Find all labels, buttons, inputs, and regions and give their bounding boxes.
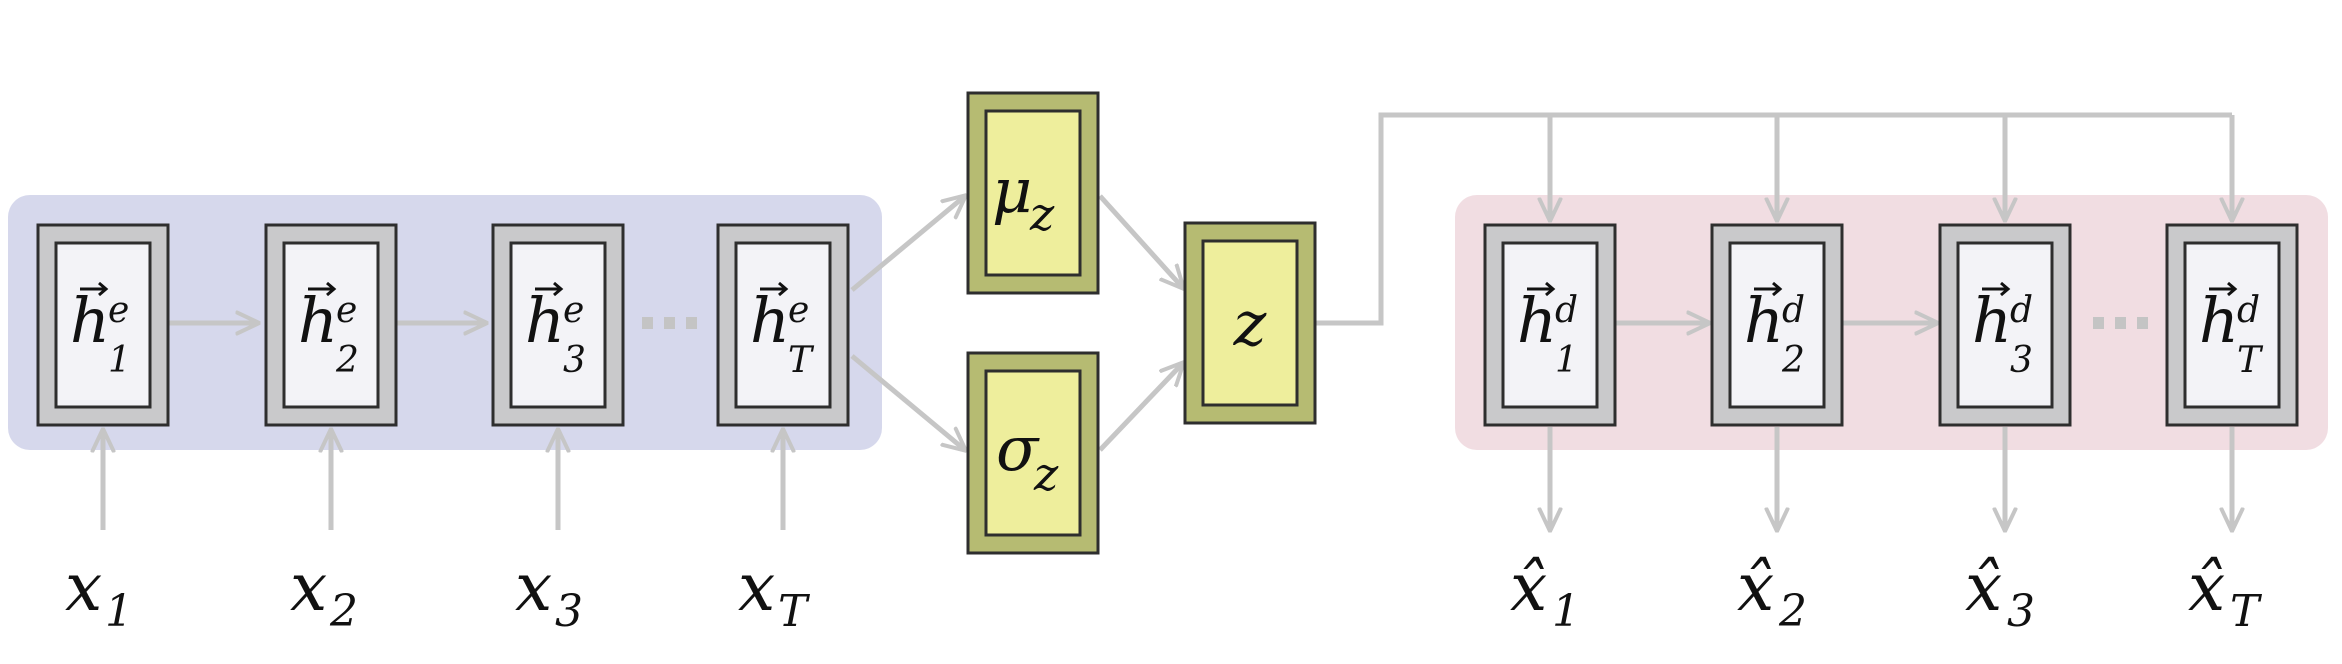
encoder-cell-T-base: h [750, 284, 790, 357]
encoder-cell-3-sup: e [563, 290, 584, 331]
output-x3-sub: 3 [2007, 586, 2035, 637]
arrow-to-sigma [850, 354, 965, 450]
decoder-cell-T-sub: T [2237, 340, 2264, 381]
input-xT-sub: T [778, 586, 811, 637]
output-x1-base: x̂ [1510, 549, 1547, 626]
decoder-cell-3: h d 3 [1938, 223, 2072, 427]
decoder-ellipsis [2093, 317, 2148, 329]
input-x3-base: x [515, 549, 552, 626]
input-x1-sub: 1 [105, 586, 133, 637]
mu-base: μ [992, 154, 1032, 227]
mu-sub: z [1029, 187, 1055, 241]
encoder-cell-2-sup: e [336, 290, 357, 331]
encoder-ellipsis [642, 317, 697, 329]
vector-arrow-icon [1982, 281, 2011, 297]
encoder-cell-2-base: h [298, 284, 338, 357]
encoder-cell-T-sup: e [788, 290, 809, 331]
decoder-cell-1: h d 1 [1483, 223, 1617, 427]
output-xT-sub: T [2230, 586, 2263, 637]
mu-box: μ z [966, 91, 1100, 295]
decoder-cell-3-base: h [1972, 284, 2012, 357]
decoder-cell-3-sup: d [2010, 290, 2033, 331]
input-xT-base: x [738, 549, 775, 626]
arrow-to-mu [850, 196, 965, 292]
encoder-cell-1-sub: 1 [108, 340, 131, 381]
vector-arrow-icon [80, 281, 109, 297]
encoder-cell-1-base: h [70, 284, 110, 357]
output-x2-sub: 2 [1778, 586, 1807, 637]
output-xT-hat: x̂ T [2188, 549, 2263, 637]
encoder-cell-1-sup: e [108, 290, 129, 331]
encoder-cell-2-sub: 2 [335, 340, 359, 381]
input-x2: x 2 [290, 549, 358, 637]
encoder-cell-3: h e 3 [491, 223, 625, 427]
sigma-sub: z [1033, 447, 1059, 501]
arrow-sigma-to-z [1098, 363, 1183, 452]
vector-arrow-icon [760, 281, 789, 297]
encoder-cell-3-sub: 3 [563, 340, 586, 381]
decoder-cell-T-sup: d [2237, 290, 2260, 331]
arrows [103, 112, 2232, 530]
vector-arrow-icon [535, 281, 564, 297]
encoder-cell-2: h e 2 [264, 223, 398, 427]
decoder-cell-2: h d 2 [1710, 223, 1844, 427]
decoder-cell-T: h d T [2165, 223, 2299, 427]
vector-arrow-icon [1527, 281, 1556, 297]
encoder-cell-1: h e 1 [36, 223, 170, 427]
encoder-cell-3-base: h [525, 284, 565, 357]
decoder-cell-1-sup: d [1555, 290, 1578, 331]
decoder-cell-2-sup: d [1782, 290, 1805, 331]
decoder-cell-1-sub: 1 [1555, 340, 1578, 381]
encoder-cell-T: h e T [716, 223, 850, 427]
z-box: z [1183, 221, 1317, 425]
z-broadcast-line [1316, 112, 2232, 326]
encoder-cell-T-sub: T [788, 340, 815, 381]
vector-arrow-icon [1754, 281, 1783, 297]
output-x2-base: x̂ [1737, 549, 1774, 626]
z-label: z [1233, 287, 1267, 360]
input-x1: x 1 [65, 549, 133, 637]
output-x3-base: x̂ [1965, 549, 2002, 626]
input-x3: x 3 [515, 549, 583, 637]
input-xT: x T [738, 549, 811, 637]
output-x1-hat: x̂ 1 [1510, 549, 1580, 637]
output-x1-sub: 1 [1552, 586, 1580, 637]
decoder-cell-2-sub: 2 [1781, 340, 1805, 381]
decoder-cell-T-base: h [2199, 284, 2239, 357]
output-x2-hat: x̂ 2 [1737, 549, 1807, 637]
output-xT-base: x̂ [2188, 549, 2225, 626]
input-x2-sub: 2 [329, 586, 358, 637]
sigma-base: σ [996, 412, 1040, 485]
arrow-mu-to-z [1098, 194, 1183, 288]
input-x2-base: x [290, 549, 327, 626]
output-x3-hat: x̂ 3 [1965, 549, 2035, 637]
sigma-box: σ z [966, 351, 1100, 555]
input-x1-base: x [65, 549, 102, 626]
input-x3-sub: 3 [555, 586, 583, 637]
vector-arrow-icon [308, 281, 337, 297]
decoder-cell-2-base: h [1744, 284, 1784, 357]
decoder-cell-1-base: h [1517, 284, 1557, 357]
vector-arrow-icon [2209, 281, 2238, 297]
decoder-cell-3-sub: 3 [2010, 340, 2033, 381]
